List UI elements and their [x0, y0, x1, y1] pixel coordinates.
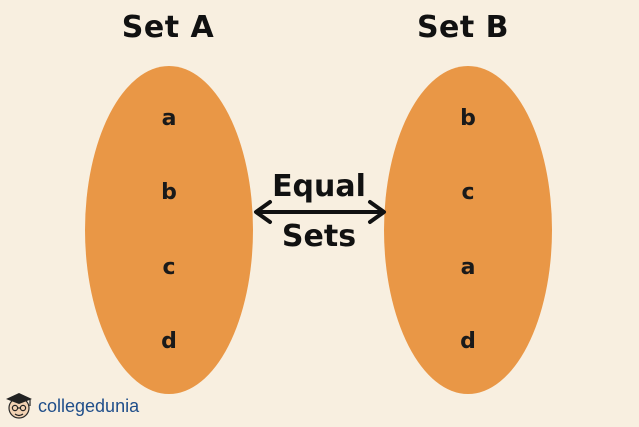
set-a-ellipse — [85, 66, 253, 394]
set-a-element: a — [161, 106, 177, 131]
graduate-mascot-icon — [6, 393, 32, 419]
set-b-element: d — [460, 329, 476, 354]
arrow-head-left — [254, 200, 272, 224]
brand-logo-text: collegedunia — [38, 395, 140, 416]
relation-label-line1: Equal — [272, 169, 366, 204]
set-b-element: b — [460, 106, 476, 131]
set-a-element: b — [161, 180, 177, 205]
relation-label-line2: Sets — [281, 219, 357, 254]
set-a-element: c — [162, 255, 176, 280]
set-b-element: c — [461, 180, 475, 205]
set-a-element: d — [161, 329, 177, 354]
brand-logo: collegedunia — [2, 388, 139, 424]
set-a-title: Set A — [121, 10, 215, 45]
set-b-title: Set B — [416, 10, 510, 45]
set-b-element: a — [460, 255, 476, 280]
arrow-head-right — [368, 200, 386, 224]
double-arrow — [254, 200, 386, 224]
set-b-ellipse — [384, 66, 552, 394]
